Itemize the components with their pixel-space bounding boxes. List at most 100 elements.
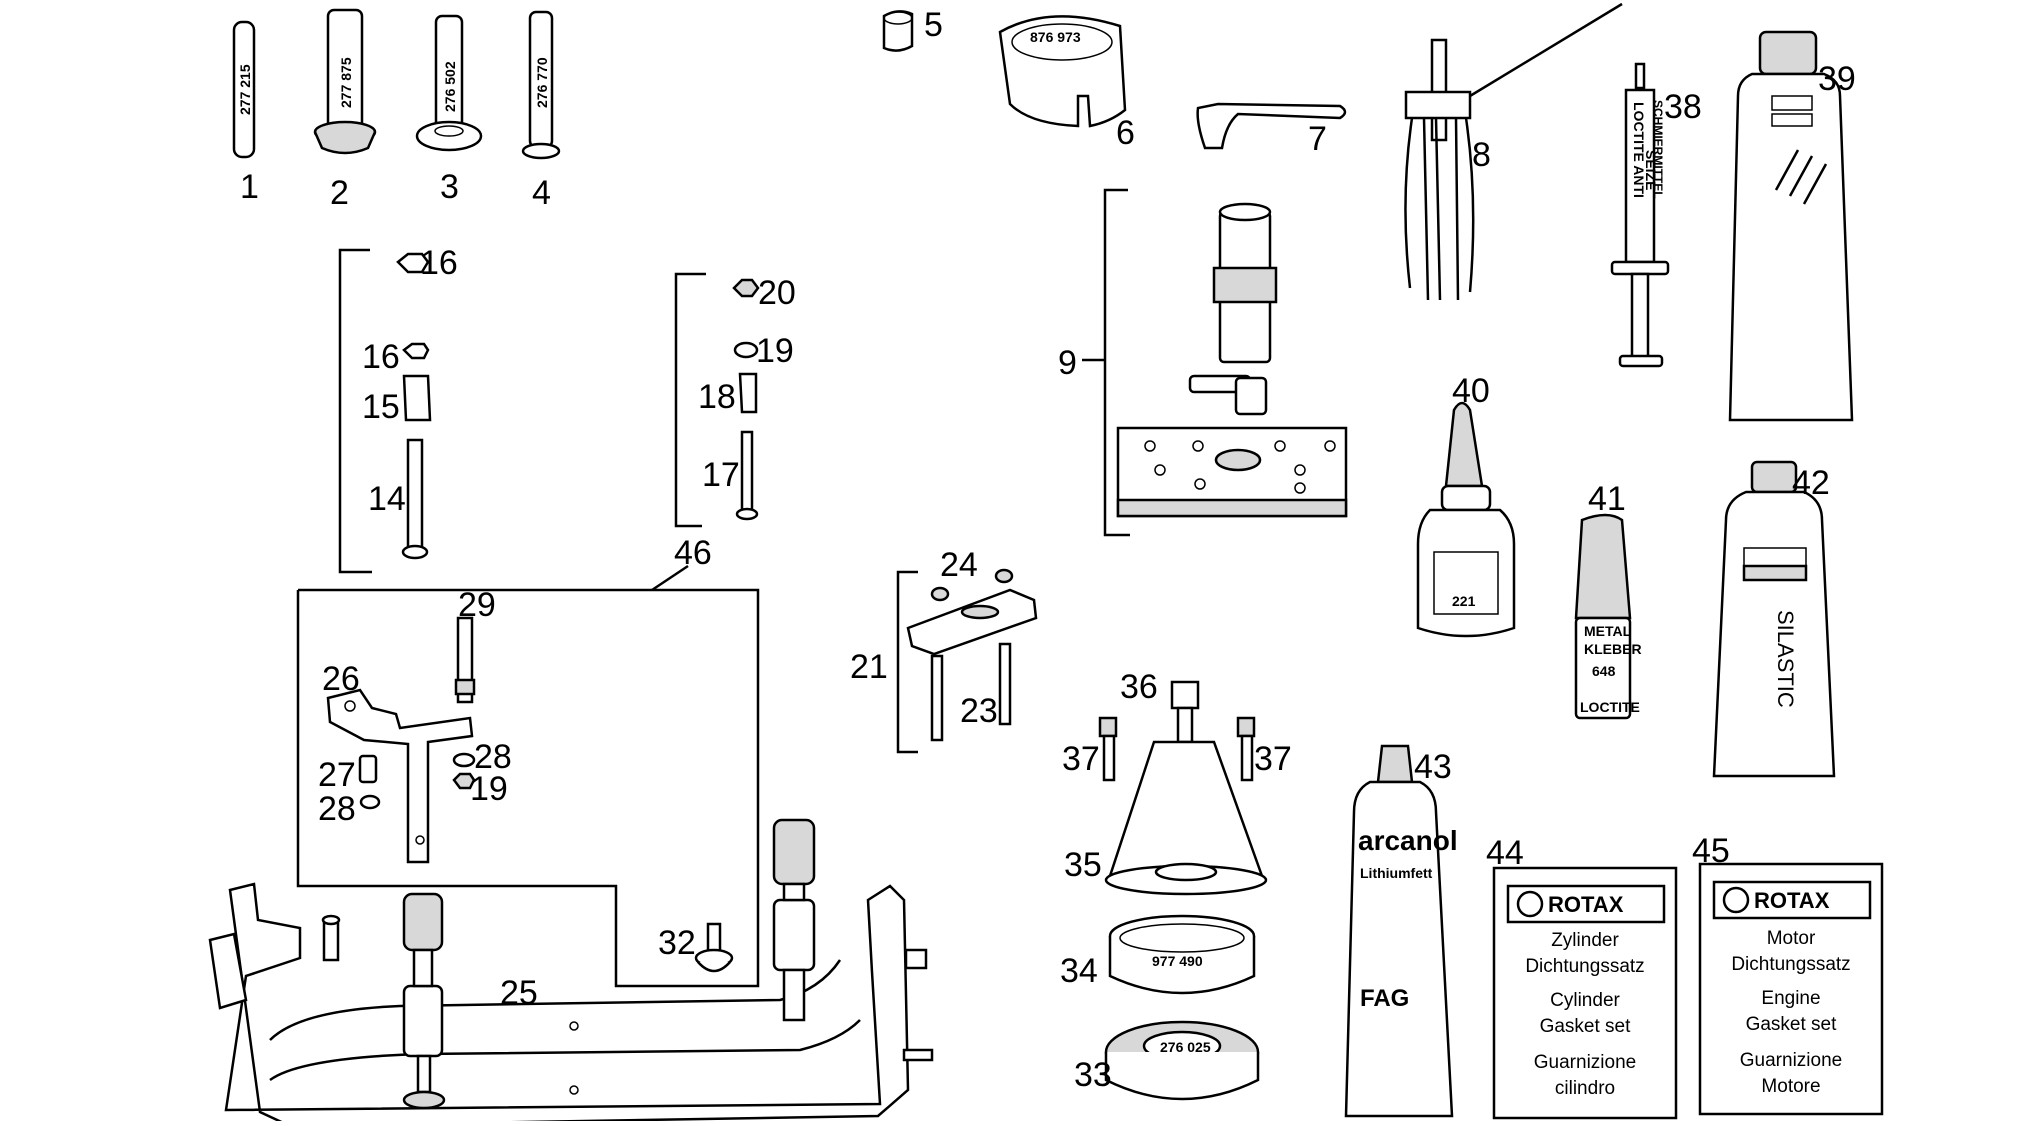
tool-code-4: 276 770 — [534, 57, 550, 108]
callout-14: 14 — [368, 480, 406, 518]
bottle-41-label-4: LOCTITE — [1580, 699, 1640, 715]
tube-43-brand: arcanol — [1358, 825, 1458, 856]
bottle-40: 221 — [1416, 401, 1516, 638]
callout-19-right: 19 — [756, 332, 794, 370]
callout-7: 7 — [1308, 120, 1327, 158]
card-45-line-4: Gasket set — [1746, 1014, 1838, 1035]
bottle-41-label-2: KLEBER — [1584, 641, 1642, 657]
callout-16-top: 16 — [420, 244, 458, 282]
callout-40: 40 — [1452, 372, 1490, 410]
tube-43: arcanol Lithiumfett FAG — [1344, 744, 1458, 1118]
ring-34: 977 490 — [1108, 914, 1256, 995]
bottle-41: METAL KLEBER 648 LOCTITE — [1574, 513, 1642, 720]
split-ring-33: 276 025 — [1104, 1020, 1260, 1101]
tool-code-3: 276 502 — [442, 61, 458, 112]
frame-46 — [296, 564, 760, 988]
part-number-callouts: 1 2 3 4 5 6 7 8 9 14 15 16 16 17 18 19 2… — [240, 6, 1856, 1094]
tube-43-type: Lithiumfett — [1360, 865, 1433, 881]
lever-26 — [326, 688, 474, 864]
callout-28-left: 28 — [318, 790, 356, 828]
callout-5: 5 — [924, 6, 943, 44]
callout-38: 38 — [1664, 88, 1702, 126]
callout-27: 27 — [318, 756, 356, 794]
card-45-line-1: Motor — [1767, 928, 1816, 949]
hook-key-7 — [1196, 102, 1347, 150]
card-45-line-5: Guarnizione — [1740, 1050, 1842, 1071]
callout-36: 36 — [1120, 668, 1158, 706]
callout-33: 33 — [1074, 1056, 1112, 1094]
bottle-41-label-1: METAL — [1584, 623, 1632, 639]
callout-37-left: 37 — [1062, 740, 1100, 778]
callout-39: 39 — [1818, 60, 1856, 98]
callout-46: 46 — [674, 534, 712, 572]
callout-32: 32 — [658, 924, 696, 962]
base-tool-25 — [208, 818, 934, 1126]
callout-29: 29 — [458, 586, 496, 624]
bolt-group-14-16 — [338, 248, 432, 574]
tool-code-34: 977 490 — [1152, 953, 1203, 969]
screw-32 — [694, 922, 734, 973]
callout-23: 23 — [960, 692, 998, 730]
tool-code-33: 276 025 — [1160, 1039, 1211, 1055]
tool-code-2: 277 875 — [338, 57, 354, 108]
callout-8: 8 — [1472, 136, 1491, 174]
card-44-line-3: Cylinder — [1550, 990, 1620, 1011]
callout-15: 15 — [362, 388, 400, 426]
card-44-line-1: Zylinder — [1551, 930, 1619, 951]
callout-43: 43 — [1414, 748, 1452, 786]
pin-1: 277 215 — [232, 20, 256, 159]
syringe-label-3: SCHMIERMITTEL — [1651, 100, 1665, 199]
card-44-brand: ROTAX — [1548, 892, 1624, 917]
card-44-line-4: Gasket set — [1540, 1016, 1632, 1037]
card-45-line-3: Engine — [1761, 988, 1820, 1009]
callout-17: 17 — [702, 456, 740, 494]
card-44-line-6: cilindro — [1555, 1078, 1615, 1099]
card-45-line-2: Dichtungssatz — [1731, 954, 1850, 975]
gasket-card-45: ROTAX Motor Dichtungssatz Engine Gasket … — [1698, 862, 1884, 1116]
callout-2: 2 — [330, 174, 349, 212]
bolt-group-17-20 — [674, 272, 760, 528]
callout-34: 34 — [1060, 952, 1098, 990]
callout-41: 41 — [1588, 480, 1626, 518]
callout-16-lower: 16 — [362, 338, 400, 376]
callout-4: 4 — [532, 174, 551, 212]
callout-24: 24 — [940, 546, 978, 584]
small-parts-27-28 — [358, 752, 476, 810]
bottle-41-label-3: 648 — [1592, 663, 1616, 679]
pin-3: 276 502 — [415, 14, 483, 152]
syringe-38: LOCTITE ANTI SEIZE SCHMIERMITTEL — [1610, 62, 1670, 368]
sleeve-5 — [882, 10, 914, 52]
callout-26: 26 — [322, 660, 360, 698]
card-44-line-2: Dichtungssatz — [1525, 956, 1644, 977]
tool-code-1: 277 215 — [237, 64, 253, 115]
callout-1: 1 — [240, 168, 259, 206]
callout-42: 42 — [1792, 464, 1830, 502]
bracket-21-24 — [896, 568, 1038, 754]
tool-code-6: 876 973 — [1030, 29, 1081, 45]
pin-4: 276 770 — [521, 10, 561, 160]
split-ring-6: 876 973 — [998, 15, 1127, 128]
card-44-line-5: Guarnizione — [1534, 1052, 1636, 1073]
puller-8 — [1404, 2, 1623, 301]
tube-42-label: SILASTIC — [1773, 610, 1798, 708]
callout-45: 45 — [1692, 832, 1730, 870]
card-45-brand: ROTAX — [1754, 888, 1830, 913]
callout-20: 20 — [758, 274, 796, 312]
callout-21: 21 — [850, 648, 888, 686]
callout-6: 6 — [1116, 114, 1135, 152]
callout-35: 35 — [1064, 846, 1102, 884]
pin-29 — [454, 616, 476, 704]
gasket-card-44: ROTAX Zylinder Dichtungssatz Cylinder Ga… — [1492, 866, 1678, 1120]
callout-18: 18 — [698, 378, 736, 416]
callout-9: 9 — [1058, 344, 1077, 382]
callout-25: 25 — [500, 974, 538, 1012]
callout-3: 3 — [440, 168, 459, 206]
callout-28-right: 28 — [474, 738, 512, 776]
card-45-line-6: Motore — [1761, 1076, 1820, 1097]
syringe-label-1: LOCTITE ANTI — [1631, 102, 1647, 198]
syringe-label-2: SEIZE — [1643, 150, 1659, 190]
bottle-40-label: 221 — [1452, 593, 1476, 609]
fixture-9 — [1082, 188, 1348, 537]
